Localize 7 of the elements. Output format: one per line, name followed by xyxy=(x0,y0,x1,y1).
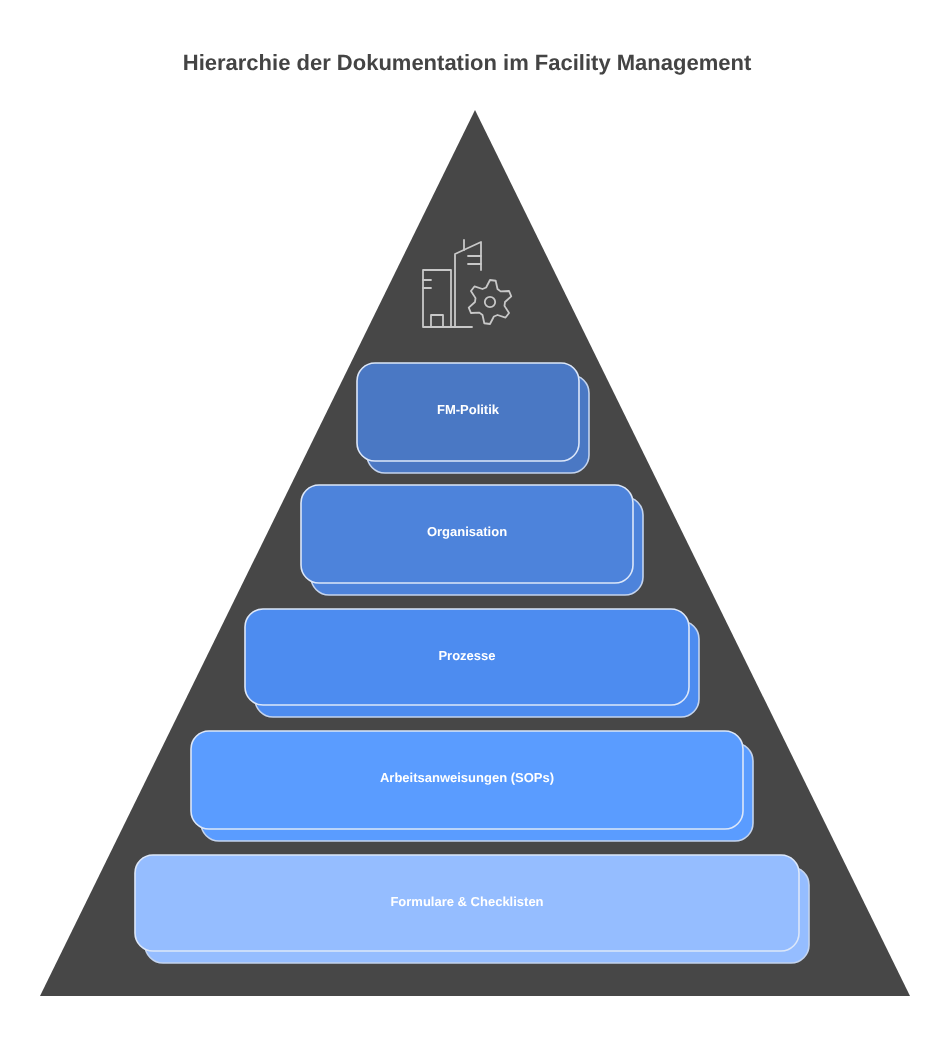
pyramid-tier xyxy=(300,484,644,596)
pyramid-triangle xyxy=(40,110,910,996)
title: Hierarchie der Dokumentation im Facility Management xyxy=(182,52,752,76)
pyramid-tier xyxy=(134,854,810,964)
pyramid-tier xyxy=(244,608,700,718)
pyramid-tier xyxy=(356,362,590,474)
pyramid-tier xyxy=(190,730,754,842)
